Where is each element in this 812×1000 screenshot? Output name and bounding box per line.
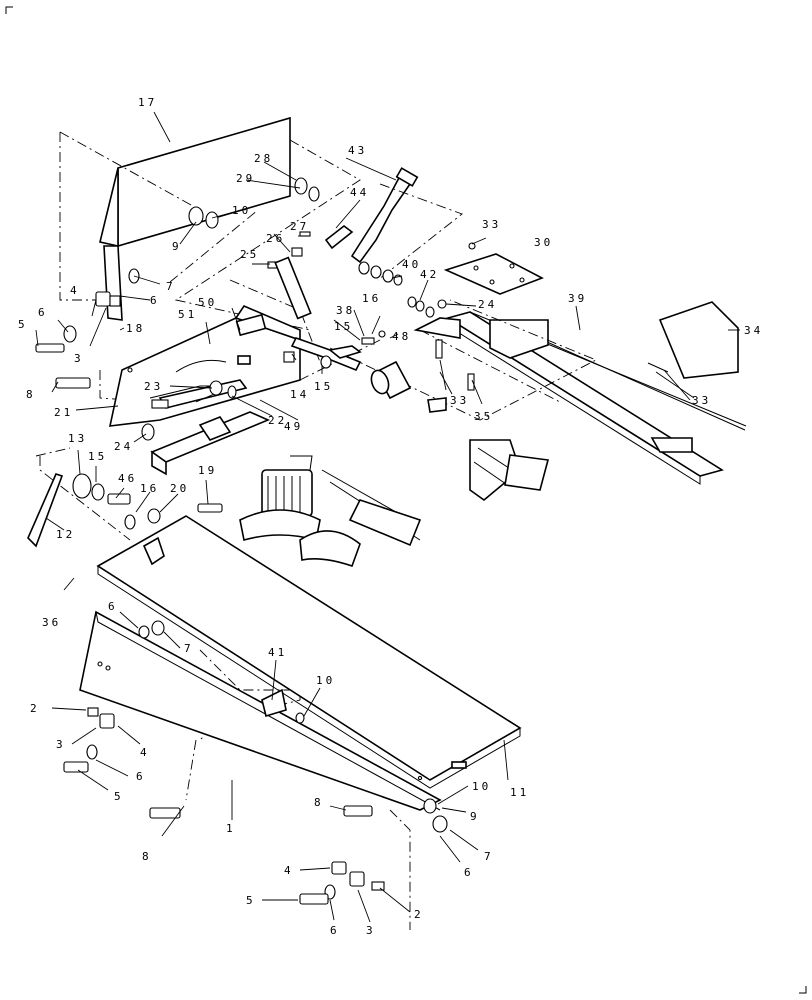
callout-6: 6 (136, 770, 146, 783)
callout-9: 9 (172, 240, 182, 253)
callout-11: 11 (510, 786, 529, 799)
callout-9: 9 (470, 810, 480, 823)
callout-2: 2 (414, 908, 424, 921)
callout-33: 33 (450, 394, 469, 407)
callout-15: 15 (88, 450, 107, 463)
side-panel-21 (108, 305, 301, 427)
callout-7: 7 (184, 642, 194, 655)
callout-16: 16 (362, 292, 381, 305)
callout-48: 48 (392, 330, 411, 343)
callout-5: 5 (246, 894, 256, 907)
crop-mark-top-left (5, 6, 13, 14)
callout-6: 6 (38, 306, 48, 319)
callout-15: 15 (314, 380, 333, 393)
callout-13: 13 (68, 432, 87, 445)
callout-10: 10 (316, 674, 335, 687)
callout-15: 15 (334, 320, 353, 333)
callout-12: 12 (56, 528, 75, 541)
callout-22: 22 (268, 414, 287, 427)
roller (370, 317, 461, 413)
pivot-bracket (150, 337, 362, 476)
frame-rail-assembly (446, 311, 747, 502)
callout-29: 29 (236, 172, 255, 185)
fastener-hardware (27, 177, 475, 905)
callout-27: 27 (290, 220, 309, 233)
callout-35: 35 (474, 410, 493, 423)
callout-44: 44 (350, 186, 369, 199)
callout-3: 3 (56, 738, 66, 751)
callout-21: 21 (54, 406, 73, 419)
guard-34 (647, 301, 739, 379)
callout-33: 33 (482, 218, 501, 231)
callout-8: 8 (314, 796, 324, 809)
callout-3: 3 (74, 352, 84, 365)
callout-2: 2 (30, 702, 40, 715)
callout-3: 3 (366, 924, 376, 937)
callout-46: 46 (118, 472, 137, 485)
callout-42: 42 (420, 268, 439, 281)
callout-33: 33 (692, 394, 711, 407)
callout-17: 17 (138, 96, 157, 109)
callout-14: 14 (290, 388, 309, 401)
gearbox-assembly (239, 455, 422, 568)
callout-43: 43 (348, 144, 367, 157)
callout-6: 6 (330, 924, 340, 937)
main-deck-11 (96, 515, 522, 789)
callout-23: 23 (144, 380, 163, 393)
callout-30: 30 (534, 236, 553, 249)
callout-1: 1 (226, 822, 236, 835)
callout-49: 49 (284, 420, 303, 433)
callout-5: 5 (114, 790, 124, 803)
callout-19: 19 (198, 464, 217, 477)
callout-26: 26 (266, 232, 285, 245)
callout-34: 34 (744, 324, 763, 337)
callout-51: 51 (178, 308, 197, 321)
crop-mark-bottom-right (799, 986, 807, 994)
callout-5: 5 (18, 318, 28, 331)
callout-6: 6 (150, 294, 160, 307)
callout-6: 6 (108, 600, 118, 613)
callout-38: 38 (336, 304, 355, 317)
callout-24: 24 (114, 440, 133, 453)
plate-30 (443, 242, 544, 295)
front-skirt-1 (79, 610, 442, 811)
callout-4: 4 (70, 284, 80, 297)
callout-labels: 17 43 28 29 44 10 9 33 27 26 30 25 40 42… (18, 96, 763, 937)
handle-43 (324, 167, 419, 264)
callout-28: 28 (254, 152, 273, 165)
callout-40: 40 (402, 258, 421, 271)
callout-8: 8 (26, 388, 36, 401)
callout-6: 6 (464, 866, 474, 879)
top-shield-17 (99, 116, 291, 321)
callout-39: 39 (568, 292, 587, 305)
callout-4: 4 (140, 746, 150, 759)
callout-7: 7 (166, 280, 176, 293)
callout-41: 41 (268, 646, 287, 659)
callout-7: 7 (484, 850, 494, 863)
leader-lines (35, 111, 740, 923)
callout-16: 16 (140, 482, 159, 495)
callout-10: 10 (232, 204, 251, 217)
callout-20: 20 (170, 482, 189, 495)
callout-25: 25 (240, 248, 259, 261)
callout-18: 18 (126, 322, 145, 335)
callout-4: 4 (284, 864, 294, 877)
callout-50: 50 (198, 296, 217, 309)
callout-8: 8 (142, 850, 152, 863)
callout-10: 10 (472, 780, 491, 793)
callout-24: 24 (478, 298, 497, 311)
callout-36: 36 (42, 616, 61, 629)
